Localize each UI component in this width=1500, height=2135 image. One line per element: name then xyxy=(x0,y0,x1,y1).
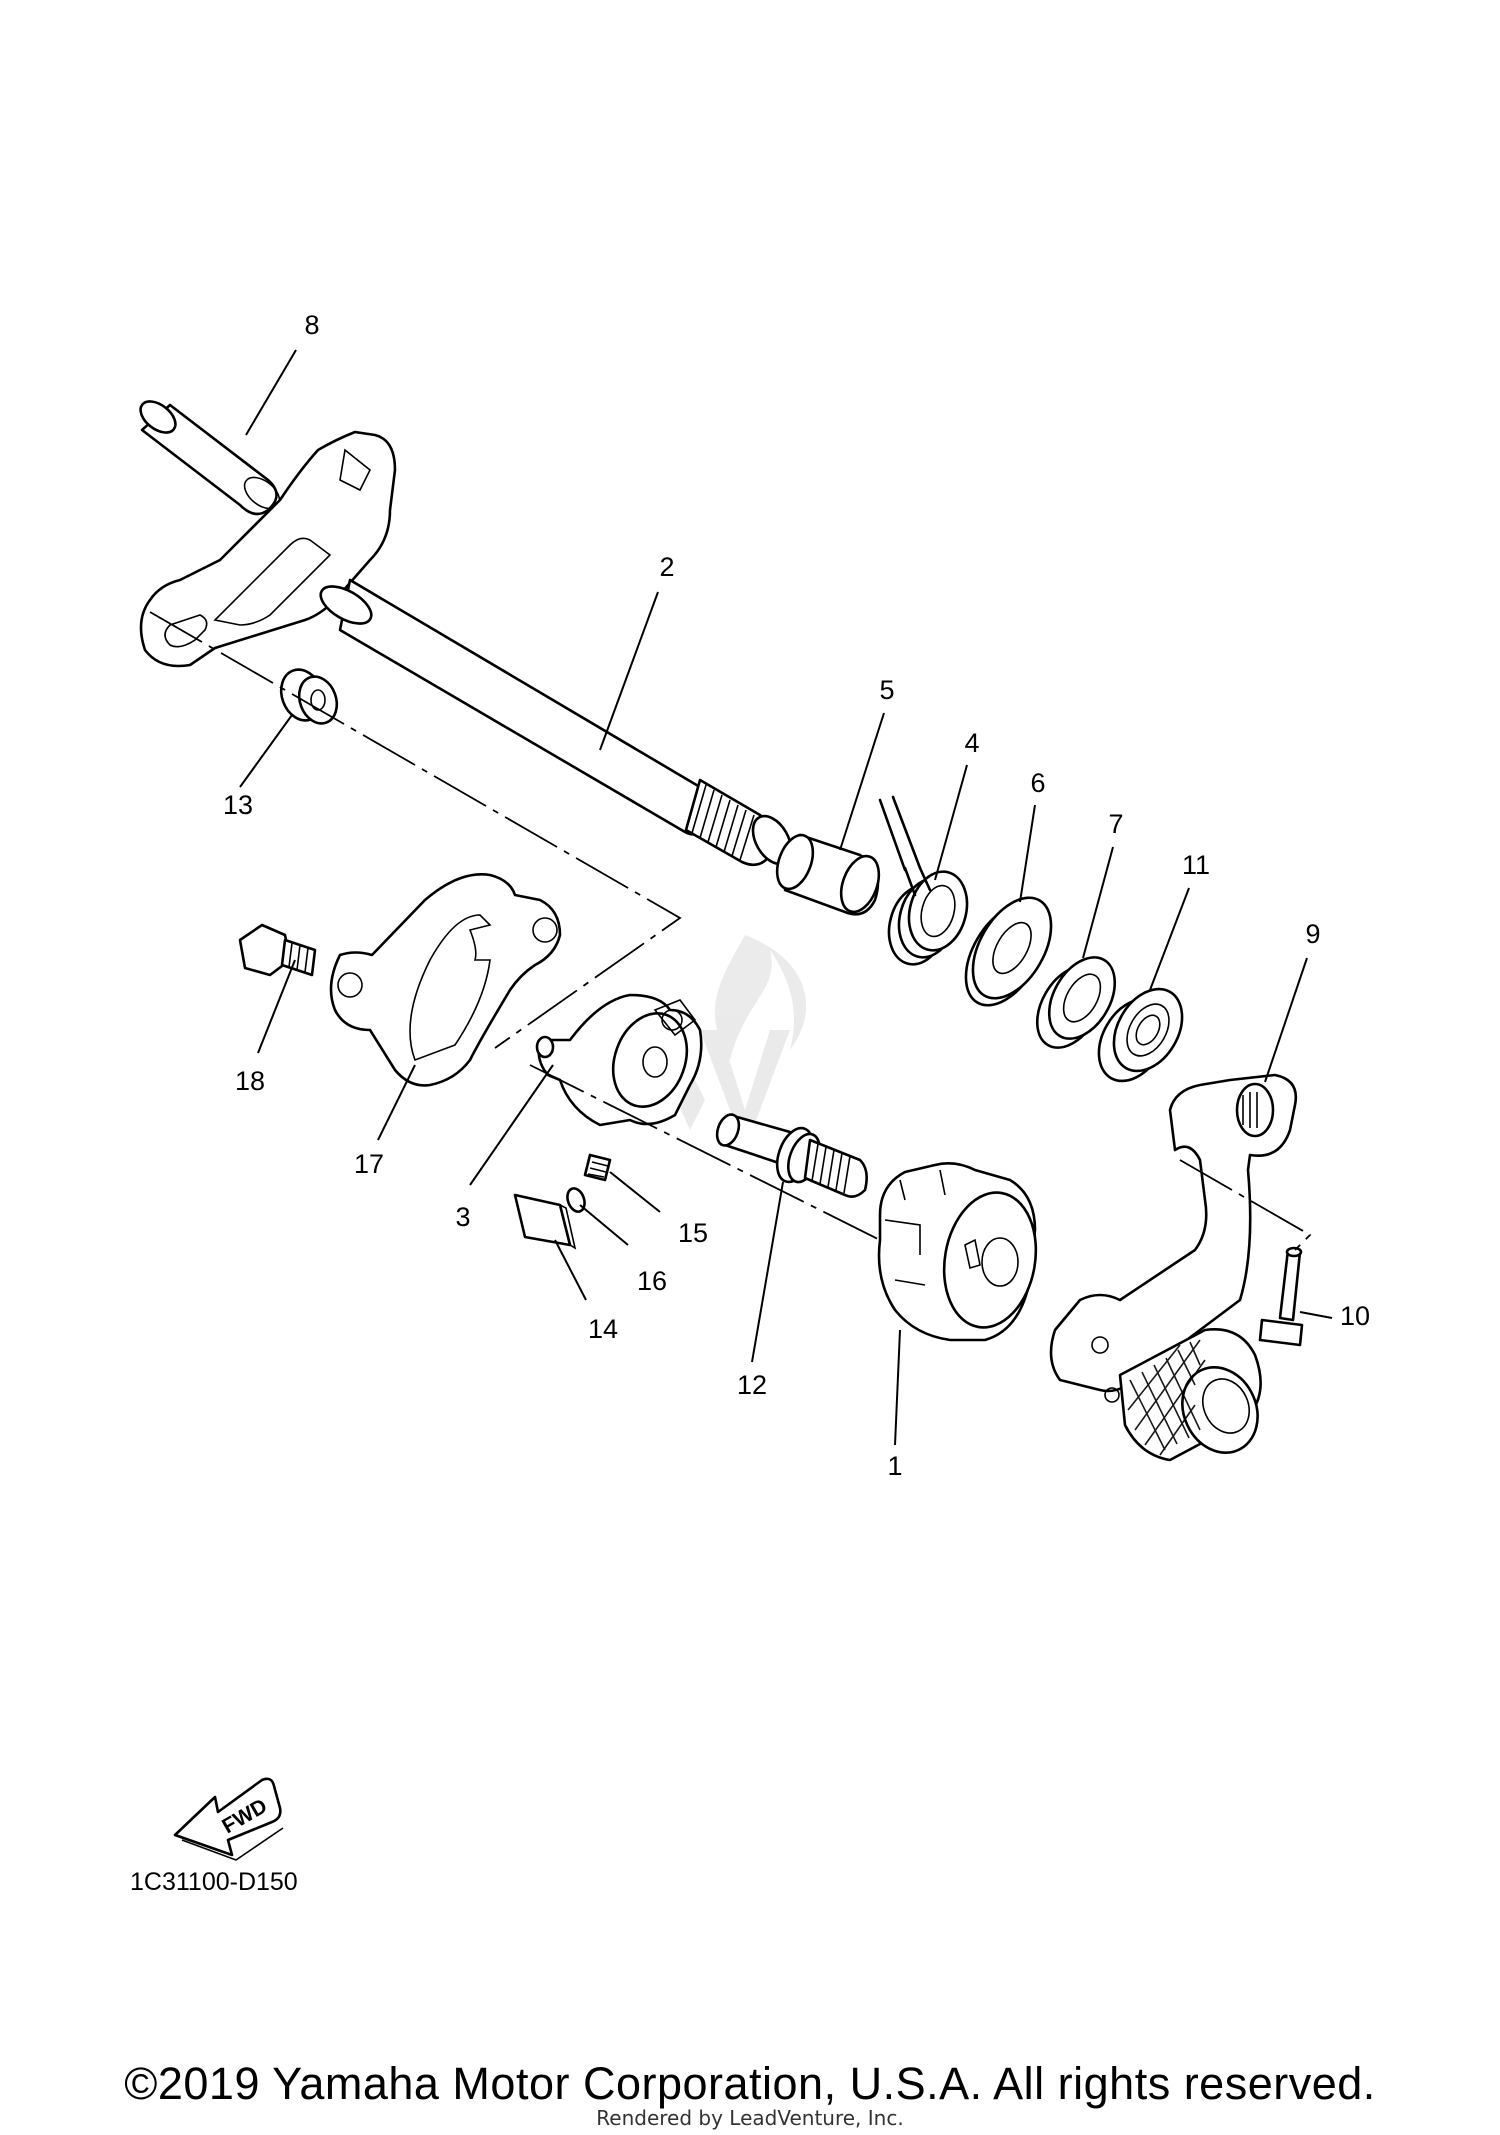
part-12-bolt xyxy=(715,1113,868,1198)
part-9-shift-pedal xyxy=(1049,1073,1298,1462)
part-13-collar xyxy=(279,668,339,725)
part-14-plate xyxy=(513,1193,577,1250)
leader-lines xyxy=(239,349,1333,1446)
part-3-stopper-lever xyxy=(535,993,703,1127)
part-8-pin xyxy=(139,400,281,516)
part-6-washer xyxy=(964,896,1053,1007)
callout-2: 2 xyxy=(659,552,674,582)
part-5-bush xyxy=(775,833,881,916)
callout-5: 5 xyxy=(879,675,894,705)
part-16-pin xyxy=(566,1187,586,1213)
copyright-notice: ©2019 Yamaha Motor Corporation, U.S.A. A… xyxy=(124,2058,1376,2109)
part-18-bolt xyxy=(238,923,317,977)
callout-10: 10 xyxy=(1340,1301,1370,1331)
part-11-bearing xyxy=(1097,987,1184,1083)
callout-12: 12 xyxy=(737,1370,767,1400)
part-1-shift-drum-segment xyxy=(877,1162,1038,1342)
part-7-oil-seal xyxy=(1035,956,1117,1049)
callout-13: 13 xyxy=(223,790,253,820)
diagram-code: 1C31100-D150 xyxy=(130,1868,298,1896)
rendered-by-notice: Rendered by LeadVenture, Inc. xyxy=(596,2106,904,2130)
callout-11: 11 xyxy=(1182,850,1210,880)
part-17-stopper-plate xyxy=(329,873,562,1087)
part-2-shift-shaft xyxy=(139,430,793,867)
callout-3: 3 xyxy=(455,1202,470,1232)
callout-6: 6 xyxy=(1030,768,1045,798)
part-10-bolt xyxy=(1258,1246,1304,1347)
callout-17: 17 xyxy=(354,1149,384,1179)
alignment-lines xyxy=(149,611,1312,1251)
forward-arrow-icon: FWD xyxy=(173,1777,284,1861)
callout-4: 4 xyxy=(964,728,979,758)
callout-8: 8 xyxy=(304,310,319,340)
callout-18: 18 xyxy=(235,1066,265,1096)
callout-labels: 8 2 5 4 6 7 11 9 10 13 18 17 3 15 16 14 … xyxy=(223,310,1370,1481)
callout-9: 9 xyxy=(1305,919,1320,949)
part-4-torsion-spring xyxy=(878,795,969,966)
callout-1: 1 xyxy=(887,1451,902,1481)
part-15-spring xyxy=(583,1153,612,1182)
callout-16: 16 xyxy=(637,1266,667,1296)
callout-14: 14 xyxy=(588,1314,618,1344)
callout-7: 7 xyxy=(1108,809,1123,839)
callout-15: 15 xyxy=(678,1218,708,1248)
